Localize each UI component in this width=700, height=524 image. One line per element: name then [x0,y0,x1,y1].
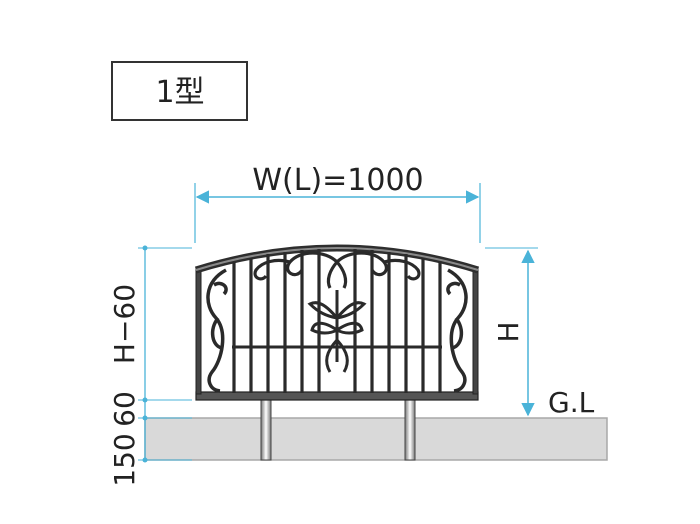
left-dimension-chain: H−60 60 150 [108,245,192,487]
dim-label-150: 150 [108,433,141,486]
height-label: H [492,321,525,342]
height-dimension: H [485,247,538,417]
type-title-box: 1型 [111,61,248,121]
dim-label-h-minus-60: H−60 [108,284,141,364]
width-label: W(L)=1000 [252,163,423,198]
left-scroll-ornament [206,268,228,393]
fence-panel [194,244,480,401]
crest-ornament [253,251,421,289]
post-left [260,394,272,461]
ground-level-label: G.L [548,386,595,419]
post-right [404,394,416,461]
right-scroll-ornament [446,268,468,393]
center-leaf-ornament [307,290,367,373]
fence-pickets [232,249,442,393]
dim-label-60: 60 [108,391,141,427]
width-dimension: W(L)=1000 [194,163,481,243]
ground-block [144,417,608,461]
type-title-label: 1型 [155,75,204,110]
